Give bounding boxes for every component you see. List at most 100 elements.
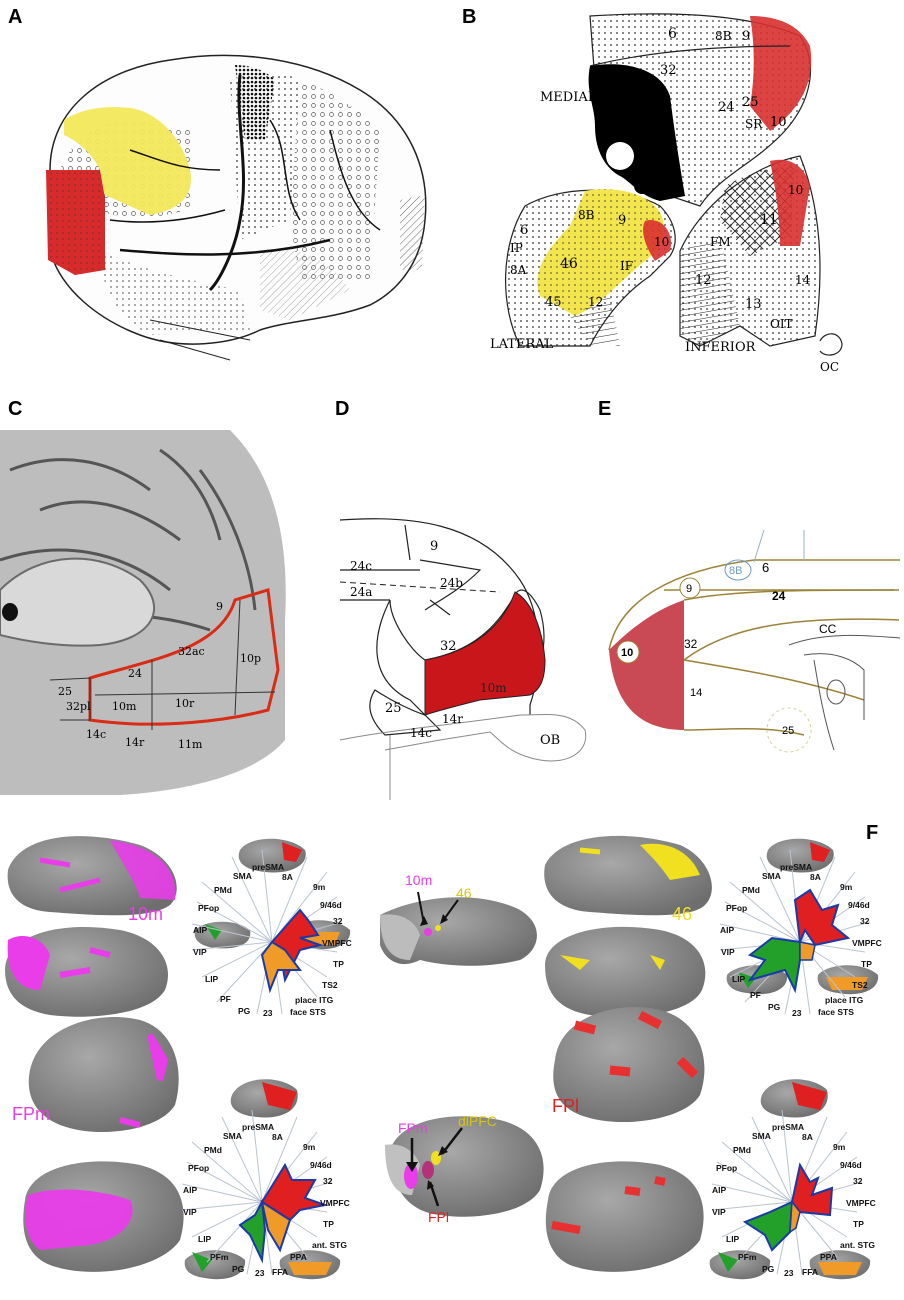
fp2-sma: SMA	[762, 871, 781, 881]
c-label-25: 25	[58, 685, 72, 698]
fp3-aip: AIP	[183, 1185, 198, 1195]
b-label-24: 24	[718, 100, 735, 115]
b-label-6: 6	[668, 26, 677, 42]
fp2-946d: 9/46d	[848, 900, 870, 910]
d-label-10m: 10m	[480, 681, 507, 695]
fp1-presma: preSMA	[252, 862, 284, 872]
e-label-8b: 8B	[729, 565, 742, 577]
f-arrow-label-46: 46	[456, 885, 472, 901]
fp1-32: 32	[333, 916, 343, 926]
b-label-inferior: INFERIOR	[685, 340, 757, 355]
b-label-45: 45	[545, 295, 562, 310]
fp3-pfop: PFop	[188, 1163, 209, 1173]
fp1-pg: PG	[238, 1006, 251, 1016]
b-label-9-lateral: 9	[618, 213, 626, 228]
fp1-pfop: PFop	[198, 903, 219, 913]
f-arrow-label-fpm: FPm	[398, 1120, 428, 1136]
b-label-10-lateral: 10	[654, 235, 669, 249]
e-label-32: 32	[684, 637, 698, 651]
panel-c-human-medial: 9 32ac 10p 25 24 32pl 10m 10r 14c 14r 11…	[0, 430, 300, 800]
c-label-14r: 14r	[125, 736, 145, 749]
fp2-aip: AIP	[720, 925, 735, 935]
fp2-pmd: PMd	[742, 885, 760, 895]
b-label-6-lateral: 6	[520, 223, 528, 238]
e-label-9: 9	[686, 583, 692, 595]
f-label-46: 46	[672, 904, 692, 924]
b-label-25: 25	[742, 95, 759, 110]
fp3-sma: SMA	[223, 1131, 242, 1141]
c-label-24: 24	[128, 667, 142, 680]
fp2-lip: LIP	[732, 974, 746, 984]
f-arrow-label-dlpfc: dlPFC	[458, 1113, 497, 1129]
panel-e-color-diagram: 6 8B 9 24 CC 32 10 14 25	[608, 529, 900, 753]
b-label-46: 46	[560, 256, 578, 272]
b-label-11: 11	[760, 212, 778, 228]
d-label-24b: 24b	[440, 576, 463, 590]
fp1-sma: SMA	[233, 871, 252, 881]
d-label-24c: 24c	[350, 559, 372, 573]
fp4-vmpfc: VMPFC	[846, 1198, 876, 1208]
fp1-place-itg: place ITG	[295, 995, 334, 1005]
b-label-9-medial: 9	[742, 29, 750, 44]
fp4-9m: 9m	[833, 1142, 846, 1152]
fp3-pfm: PFm	[210, 1252, 229, 1262]
d-label-14r: 14r	[442, 712, 463, 726]
f-label-fpl: FPl	[552, 1096, 579, 1116]
fingerprint-human-fpl	[709, 1079, 871, 1280]
panel-letter-a: A	[8, 6, 23, 28]
fp1-ts2: TS2	[322, 980, 338, 990]
fp4-ppa: PPA	[820, 1252, 837, 1262]
fp4-pg: PG	[762, 1264, 775, 1274]
b-label-fm: FM	[710, 235, 731, 249]
fp3-946d: 9/46d	[310, 1160, 332, 1170]
c-label-9: 9	[216, 600, 223, 613]
fp2-pfop: PFop	[726, 903, 747, 913]
b-label-14: 14	[795, 273, 811, 287]
fp4-presma: preSMA	[772, 1122, 804, 1132]
fp3-9m: 9m	[303, 1142, 316, 1152]
fp2-23: 23	[792, 1008, 802, 1018]
b-label-8b-medial: 8B	[715, 29, 732, 43]
e-label-14: 14	[690, 687, 702, 699]
fp2-tp: TP	[861, 959, 872, 969]
fp2-9m: 9m	[840, 882, 853, 892]
fp2-pf: PF	[750, 990, 761, 1000]
panel-letter-c: C	[8, 398, 23, 420]
fp3-tp: TP	[323, 1219, 334, 1229]
fp4-8a: 8A	[802, 1132, 813, 1142]
c-label-10m: 10m	[112, 700, 137, 713]
fp3-ppa: PPA	[290, 1252, 307, 1262]
fp3-8a: 8A	[272, 1132, 283, 1142]
fp2-vip: VIP	[721, 947, 735, 957]
fp1-vmpfc: VMPFC	[322, 938, 352, 948]
b-label-medial: MEDIAL	[540, 90, 597, 105]
fp3-pg: PG	[232, 1264, 245, 1274]
fp2-pg: PG	[768, 1002, 781, 1012]
fp4-aip: AIP	[712, 1185, 727, 1195]
fingerprint-macaque-10m	[191, 838, 351, 1015]
fp3-vmpfc: VMPFC	[320, 1198, 350, 1208]
fp1-pf: PF	[220, 994, 231, 1004]
fp3-presma: preSMA	[242, 1122, 274, 1132]
d-label-9: 9	[430, 539, 438, 554]
b-label-8b-lateral: 8B	[578, 208, 595, 222]
f-label-fpm: FPm	[12, 1104, 50, 1124]
fp3-32: 32	[323, 1176, 333, 1186]
fp4-lip: LIP	[726, 1234, 740, 1244]
e-label-cc: CC	[819, 622, 837, 636]
c-label-11m: 11m	[178, 738, 203, 751]
fp1-946d: 9/46d	[320, 900, 342, 910]
b-label-oc: OC	[820, 360, 839, 374]
fp4-32: 32	[853, 1176, 863, 1186]
fingerprint-macaque-46	[719, 838, 879, 1015]
fp1-8a: 8A	[282, 872, 293, 882]
panel-letter-f: F	[866, 822, 879, 844]
e-label-24: 24	[772, 589, 786, 603]
fp3-lip: LIP	[198, 1234, 212, 1244]
fp4-vip: VIP	[712, 1207, 726, 1217]
panel-d-line-diagram: 9 24c 24b 24a 32 10m 25 14r 14c OB	[339, 518, 587, 800]
f-arrow-label-fpl: FPl	[428, 1209, 449, 1225]
c-label-32ac: 32ac	[178, 645, 205, 658]
fp1-aip: AIP	[193, 925, 208, 935]
panel-letter-e: E	[598, 398, 612, 420]
